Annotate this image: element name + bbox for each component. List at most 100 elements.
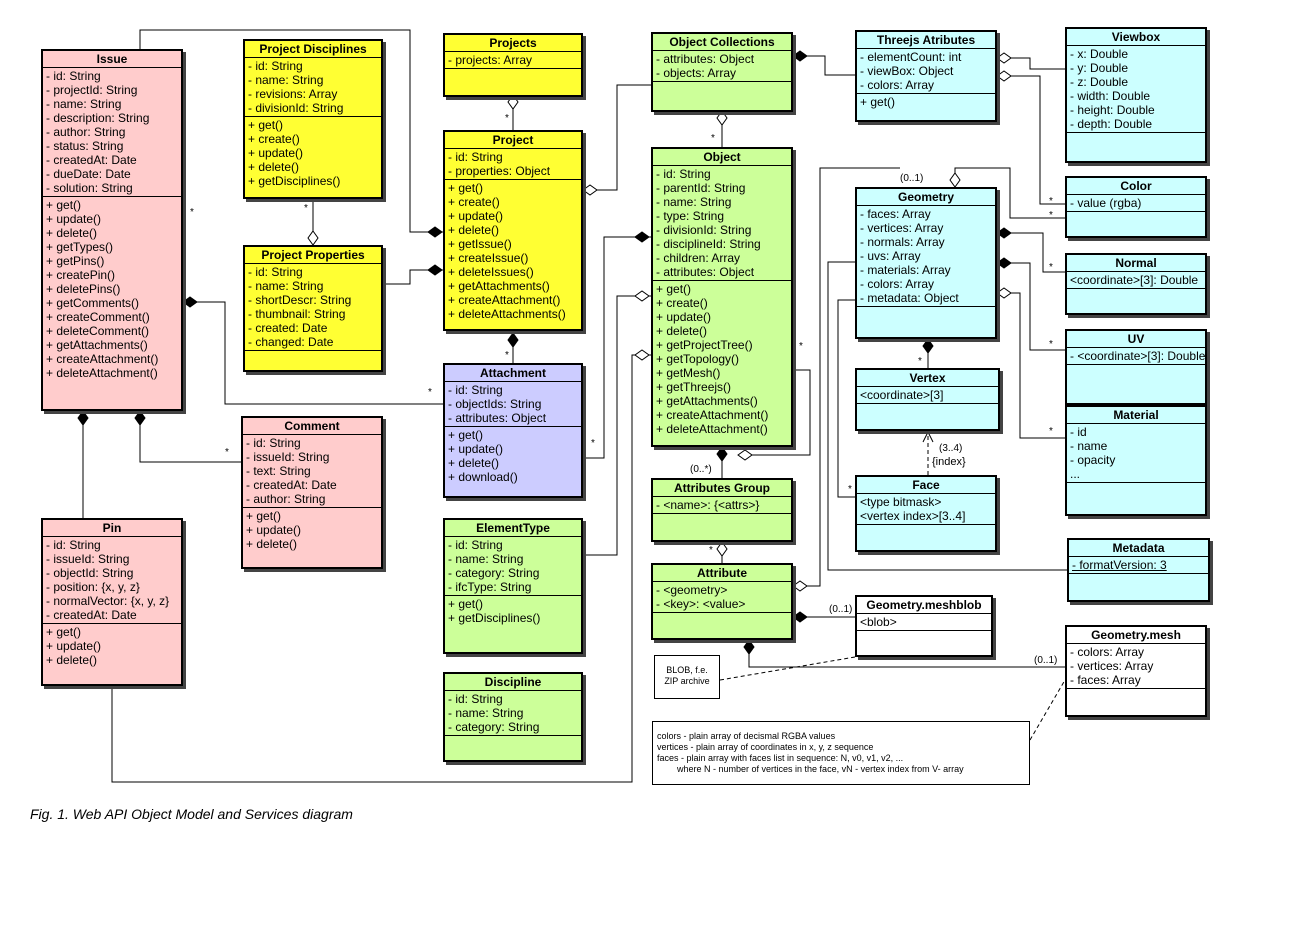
attributes-section: - value (rgba)	[1067, 195, 1205, 212]
class-operation: + getAttachments()	[46, 338, 148, 352]
operations-section: + get()+ create()+ update()+ delete()+ g…	[245, 117, 381, 189]
class-title: Pin	[43, 520, 181, 537]
multiplicity-label: *	[1049, 262, 1053, 273]
multiplicity-label: *	[190, 207, 194, 218]
class-attribute: - <geometry>	[656, 583, 728, 597]
operations-section	[1069, 574, 1208, 576]
class-title: Attributes Group	[653, 480, 791, 497]
operations-section: + get()+ create()+ update()+ delete()+ g…	[653, 281, 791, 437]
class-attribute: - normals: Array	[860, 235, 945, 249]
class-operation: + getPins()	[46, 254, 105, 268]
class-attribute: Attribute- <geometry>- <key>: <value>	[651, 563, 793, 640]
class-attribute: - id	[1070, 425, 1087, 439]
class-operation: + getIssue()	[448, 237, 512, 251]
aggregation-diamond	[634, 290, 650, 302]
attributes-section: - id: String- name: String- category: St…	[445, 537, 581, 596]
class-attribute: - <coordinate>[3]: Double	[1070, 349, 1206, 363]
figure-caption: Fig. 1. Web API Object Model and Service…	[30, 806, 353, 822]
class-operation: + getTopology()	[656, 352, 740, 366]
operations-section	[857, 404, 998, 406]
class-operation: + create()	[248, 132, 300, 146]
class-attributes-group: Attributes Group- <name>: {<attrs>}	[651, 478, 793, 542]
class-threejs-atributes: Threejs Atributes- elementCount: int- vi…	[855, 30, 997, 122]
composition-diamond	[427, 264, 443, 276]
class-attribute: - <key>: <value>	[656, 597, 746, 611]
class-attribute: - attributes: Object	[656, 265, 755, 279]
attributes-section: - id: String- objectIds: String- attribu…	[445, 382, 581, 427]
class-attribute: - attributes: Object	[656, 52, 755, 66]
composition-diamond	[792, 611, 808, 623]
class-operation: + update()	[656, 310, 712, 324]
attributes-section: - id: String- parentId: String- name: St…	[653, 166, 791, 281]
class-attribute: - height: Double	[1070, 103, 1155, 117]
class-title: Normal	[1067, 255, 1205, 272]
attributes-section: - id: String- properties: Object	[445, 149, 581, 180]
class-normal: Normal<coordinate>[3]: Double	[1065, 253, 1207, 315]
attributes-section: - id: String- name: String- category: St…	[445, 691, 581, 736]
class-attribute: - faces: Array	[860, 207, 931, 221]
class-attribute: - colors: Array	[1070, 645, 1145, 659]
class-attribute: - id: String	[448, 150, 503, 164]
class-project-disciplines: Project Disciplines- id: String- name: S…	[243, 39, 383, 199]
class-attribute: - projects: Array	[448, 53, 533, 67]
class-title: Metadata	[1069, 540, 1208, 557]
aggregation-diamond	[634, 349, 650, 361]
operations-section	[1067, 289, 1205, 291]
class-attribute: - id: String	[46, 538, 101, 552]
operations-section	[245, 351, 381, 353]
multiplicity-label: (0..*)	[690, 464, 712, 475]
class-uv: UV- <coordinate>[3]: Double	[1065, 329, 1207, 405]
multiplicity-label: *	[505, 350, 509, 361]
class-operation: + get()	[656, 282, 692, 296]
class-operation: + createAttachment()	[46, 352, 159, 366]
operations-section	[1067, 133, 1205, 135]
class-attribute: - name: String	[248, 279, 324, 293]
class-attribute: - id: String	[248, 265, 303, 279]
class-attribute: - name: String	[448, 706, 524, 720]
class-title: ElementType	[445, 520, 581, 537]
class-operation: + get()	[248, 118, 284, 132]
composition-diamond	[182, 296, 198, 308]
class-attribute: - name	[1070, 439, 1108, 453]
class-title: Threejs Atributes	[857, 32, 995, 49]
class-attribute: - properties: Object	[448, 164, 551, 178]
class-title: Vertex	[857, 370, 998, 387]
class-material: Material- id- name- opacity...	[1065, 405, 1207, 516]
class-object: Object- id: String- parentId: String- na…	[651, 147, 793, 447]
class-attribute: - position: {x, y, z}	[46, 580, 140, 594]
multiplicity-label: *	[799, 341, 803, 352]
association-line	[837, 299, 855, 498]
class-attribute: - shortDescr: String	[248, 293, 352, 307]
class-attribute: - vertices: Array	[1070, 659, 1154, 673]
class-attribute: - category: String	[448, 720, 540, 734]
class-operation: + update()	[448, 209, 504, 223]
aggregation-diamond	[792, 580, 808, 592]
class-title: UV	[1067, 331, 1205, 348]
multiplicity-label: *	[709, 545, 713, 556]
class-attribute: - issueId: String	[246, 450, 330, 464]
multiplicity-label: *	[505, 113, 509, 124]
class-operation: + get()	[46, 198, 82, 212]
class-attribute: - description: String	[46, 111, 150, 125]
operations-section	[857, 307, 995, 309]
class-attribute: - projectId: String	[46, 83, 138, 97]
attributes-section: <coordinate>[3]	[857, 387, 998, 404]
composition-diamond	[716, 446, 728, 462]
class-attribute: <vertex index>[3..4]	[860, 509, 966, 523]
class-operation: + get()	[860, 95, 896, 109]
class-attribute: ...	[1070, 467, 1081, 481]
class-operation: + getThreejs()	[656, 380, 732, 394]
multiplicity-label: (0..1)	[1034, 655, 1058, 666]
note-blob-line: BLOB, f.e.	[666, 665, 708, 675]
class-attribute: - id: String	[246, 436, 301, 450]
attributes-section: - <geometry>- <key>: <value>	[653, 582, 791, 613]
class-project-properties: Project Properties- id: String- name: St…	[243, 245, 383, 372]
association-line	[997, 292, 1065, 439]
class-attribute: - author: String	[46, 125, 126, 139]
attributes-section: - colors: Array- vertices: Array- faces:…	[1067, 644, 1205, 689]
class-operation: + delete()	[248, 160, 300, 174]
class-geometry: Geometry- faces: Array- vertices: Array-…	[855, 187, 997, 339]
class-attribute: - changed: Date	[248, 335, 334, 349]
class-operation: + getMesh()	[656, 366, 721, 380]
